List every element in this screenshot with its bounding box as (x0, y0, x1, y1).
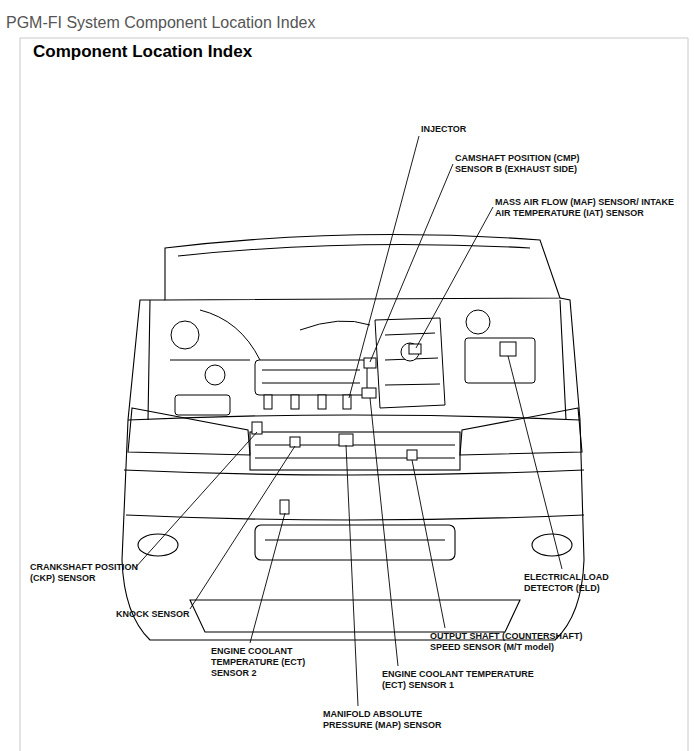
illustration-part (291, 395, 299, 409)
page-header: PGM-FI System Component Location Index (6, 13, 426, 32)
illustration-part (385, 333, 440, 385)
illustration-part (362, 388, 376, 398)
illustration-part (124, 470, 584, 475)
illustration-part (138, 534, 178, 556)
illustration-part (466, 310, 490, 334)
car-body (122, 235, 584, 640)
illustration-part (178, 244, 530, 256)
illustration-part (508, 356, 562, 569)
illustration-part (148, 300, 566, 420)
illustration-part (255, 525, 455, 560)
illustration-part (170, 310, 370, 360)
illustration-part (407, 450, 417, 460)
illustration-part (532, 534, 572, 556)
illustration-part (165, 235, 560, 300)
page-title: Component Location Index (33, 42, 433, 62)
part-label: MANIFOLD ABSOLUTE PRESSURE (MAP) SENSOR (323, 709, 463, 731)
leader-lines (135, 136, 562, 706)
illustration-part (290, 437, 300, 447)
illustration-part (262, 370, 360, 383)
illustration-part (412, 460, 445, 628)
part-label: MASS AIR FLOW (MAF) SENSOR/ INTAKE AIR T… (495, 197, 675, 219)
page-frame (20, 38, 688, 751)
part-label: CRANKSHAFT POSITION (CKP) SENSOR (30, 562, 158, 584)
illustration-part (349, 136, 419, 398)
part-label: CAMSHAFT POSITION (CMP) SENSOR B (EXHAUS… (455, 153, 600, 175)
illustration-part (339, 434, 353, 446)
illustration-part (264, 395, 272, 409)
illustration-part (318, 395, 326, 409)
illustration-part (370, 398, 398, 666)
illustration-part (416, 207, 493, 348)
illustration-part (20, 38, 688, 751)
engine-parts (170, 310, 535, 514)
illustration-part (250, 432, 460, 470)
illustration-part (255, 360, 367, 395)
illustration-part (250, 513, 285, 643)
illustration-part (370, 164, 453, 362)
illustration-part (500, 342, 516, 356)
illustration-part (265, 539, 445, 540)
illustration-part (255, 445, 455, 458)
part-label: ENGINE COOLANT TEMPERATURE (ECT) SENSOR … (382, 669, 542, 691)
part-label: ENGINE COOLANT TEMPERATURE (ECT) SENSOR … (211, 646, 319, 679)
illustration-part (171, 321, 199, 349)
illustration-part (346, 445, 358, 706)
illustration-part (190, 446, 295, 609)
illustration-part (343, 395, 351, 409)
part-label: ELECTRICAL LOAD DETECTOR (ELD) (524, 572, 654, 594)
illustration-part (190, 600, 520, 632)
part-label: INJECTOR (421, 124, 511, 135)
illustration-part (128, 415, 580, 420)
illustration-part (465, 338, 535, 383)
part-label: OUTPUT SHAFT (COUNTERSHAFT) SPEED SENSOR… (430, 631, 610, 653)
illustration-part (126, 515, 584, 520)
illustration-part (175, 395, 230, 415)
illustration-part (460, 408, 582, 455)
illustration-part (135, 432, 257, 568)
illustration-part (280, 500, 289, 514)
part-label: KNOCK SENSOR (116, 609, 226, 620)
illustration-part (409, 344, 421, 354)
illustration-part (364, 358, 376, 368)
illustration-part (375, 318, 445, 408)
illustration-part (205, 365, 225, 385)
